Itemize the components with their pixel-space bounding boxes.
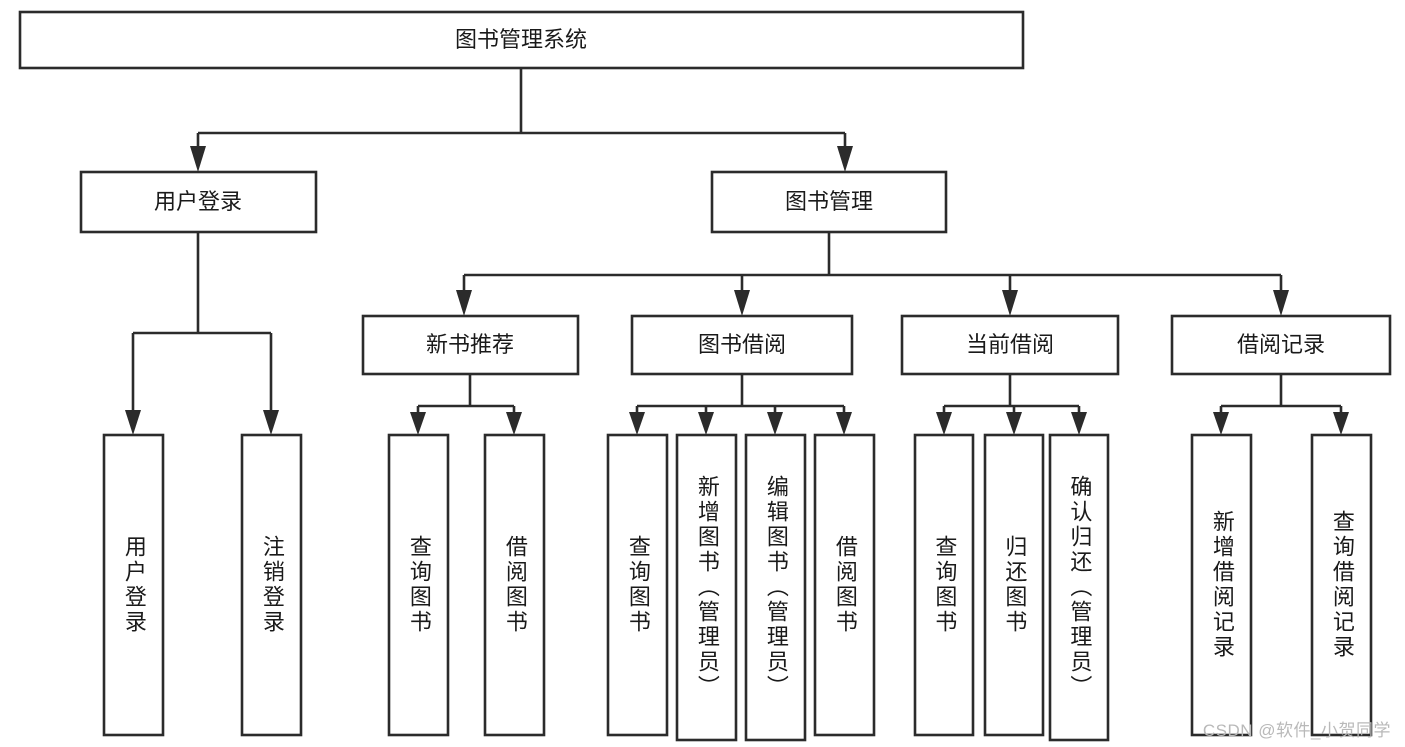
node-leaf-query-book-3[interactable]: [913, 433, 975, 737]
node-book-manage-label: 图书管理: [785, 189, 873, 214]
node-root[interactable]: [18, 10, 1025, 70]
node-current-borrow[interactable]: [900, 314, 1120, 376]
node-leaf-return-book[interactable]: [983, 433, 1045, 737]
csdn-watermark: CSDN @软件_小贺同学: [1202, 721, 1391, 740]
node-root-label: 图书管理系统: [455, 27, 587, 52]
connector-bookborrow-to-leaves: [629, 374, 852, 435]
node-leaf-query-book-1[interactable]: [387, 433, 450, 737]
connector-newbookrec-to-leaves: [410, 374, 522, 435]
node-borrow-record-label: 借阅记录: [1237, 332, 1325, 357]
node-leaf-query-record[interactable]: [1310, 433, 1373, 737]
node-leaf-user-logout[interactable]: [240, 433, 303, 737]
node-leaf-user-login[interactable]: [102, 433, 165, 737]
node-book-borrow[interactable]: [630, 314, 854, 376]
node-leaf-add-record[interactable]: [1190, 433, 1253, 737]
connector-bookmanage-to-level3: [456, 232, 1289, 316]
connector-borrowrecord-to-leaves: [1213, 374, 1349, 435]
node-leaf-edit-book[interactable]: [744, 433, 807, 742]
node-book-manage[interactable]: [710, 170, 948, 234]
node-new-book-rec-label: 新书推荐: [426, 332, 514, 357]
node-new-book-rec[interactable]: [361, 314, 580, 376]
node-leaf-add-book[interactable]: [675, 433, 738, 742]
node-leaf-confirm-return[interactable]: [1048, 433, 1110, 742]
node-user-login-label: 用户登录: [154, 189, 242, 214]
node-current-borrow-label: 当前借阅: [966, 332, 1054, 357]
node-book-borrow-label: 图书借阅: [698, 332, 786, 357]
node-leaf-borrow-book-1[interactable]: [483, 433, 546, 737]
connector-userlogin-to-leaves: [125, 232, 279, 435]
connector-currentborrow-to-leaves: [936, 374, 1087, 435]
node-leaf-borrow-book-2[interactable]: [813, 433, 876, 737]
connector-root-to-level2: [190, 68, 853, 172]
node-leaf-query-book-2[interactable]: [606, 433, 669, 737]
node-borrow-record[interactable]: [1170, 314, 1392, 376]
node-user-login[interactable]: [79, 170, 318, 234]
